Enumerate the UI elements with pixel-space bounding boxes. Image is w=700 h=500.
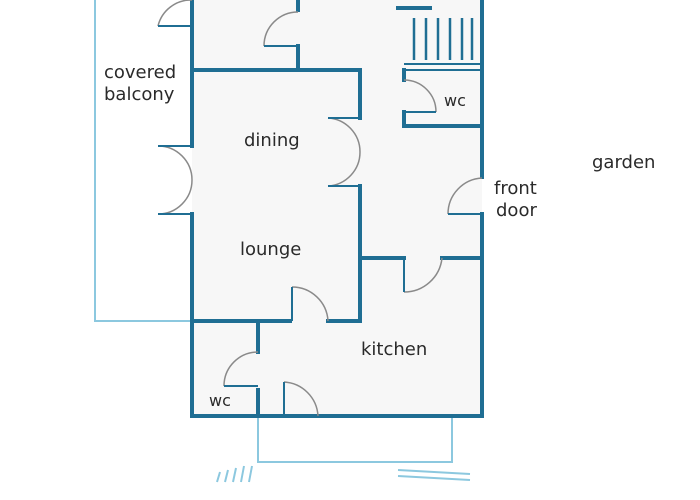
door-balcony-upper [157,145,193,181]
label-wc-lower: wc [209,391,231,410]
floor-area [192,0,482,416]
balcony-outline [94,0,192,322]
door-balcony-lower [157,179,193,215]
label-balcony: balcony [104,84,175,105]
door-upper-left [157,0,192,27]
door-front [447,177,483,215]
door-wc-upper [403,79,437,113]
patio-outline [257,416,453,463]
deck-marks [216,465,471,483]
label-front: front [494,178,537,199]
door-patio [283,381,319,417]
door-wc-lower [223,351,259,387]
door-upper-middle [263,11,299,47]
label-door: door [496,200,537,221]
label-wc-upper: wc [444,91,466,110]
label-covered: covered [104,62,176,83]
door-dining-upper [327,117,361,153]
door-lounge-kitchen [291,286,329,322]
door-kitchen-north [403,257,443,293]
label-dining: dining [244,130,300,151]
label-garden: garden [592,152,655,173]
label-kitchen: kitchen [361,339,427,360]
door-dining-lower [327,151,361,187]
label-lounge: lounge [240,239,301,260]
walls [190,0,484,418]
stairs [412,18,474,60]
